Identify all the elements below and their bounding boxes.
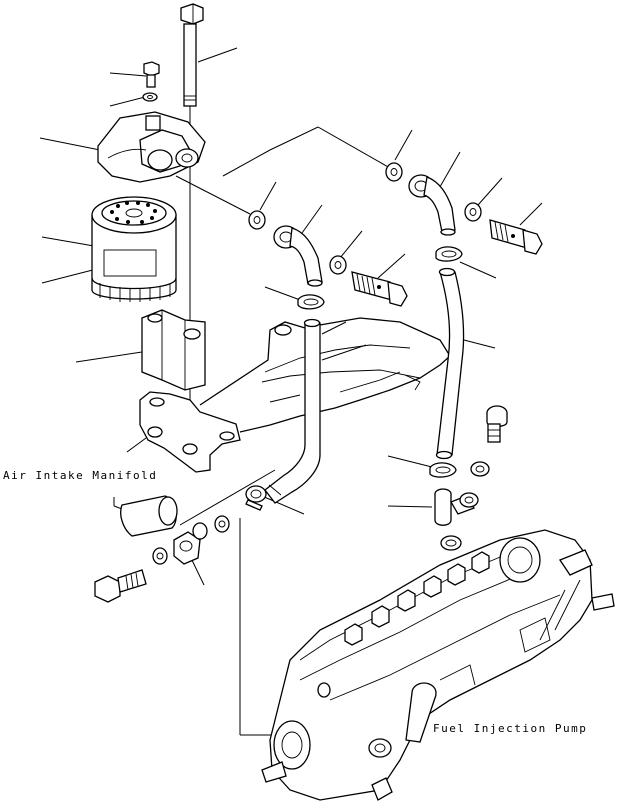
hose-r — [435, 267, 465, 460]
banjo-bolt-r — [489, 219, 543, 255]
leader-banjo-bolt-r — [519, 202, 543, 226]
washer-l2 — [329, 255, 347, 275]
label-air-intake-manifold: Air Intake Manifold — [3, 469, 157, 482]
fuel-injection-pump — [261, 529, 615, 801]
leader-elbow-r — [436, 151, 461, 193]
support-bracket — [139, 391, 241, 473]
washer-r2 — [464, 202, 482, 222]
leader-washer-l1 — [259, 181, 277, 211]
thread-r — [494, 221, 509, 243]
leader-washer-r2 — [477, 177, 503, 206]
leader-path-b — [269, 126, 319, 151]
leader-spacer-bracket — [75, 351, 143, 363]
leader-clamp-lower — [387, 455, 433, 468]
small-bolt — [143, 61, 160, 88]
long-bolt — [180, 3, 204, 107]
leader-clamp-bottom — [261, 495, 305, 515]
clamp-bottom — [245, 485, 267, 511]
leader-washer-l2 — [339, 230, 363, 259]
filter-holes — [110, 201, 157, 224]
clamp-lower — [429, 462, 457, 478]
leader-path-c — [317, 126, 391, 169]
leader-elbow-lower — [387, 505, 433, 508]
washer-r1 — [385, 162, 403, 182]
leader-filter-head — [39, 137, 101, 151]
check-valve — [486, 405, 508, 443]
leader-filter-element — [41, 236, 95, 247]
bolt-bottom-left — [94, 569, 147, 603]
leader-hose-l — [321, 344, 367, 361]
leader-clamp-r — [459, 261, 497, 279]
filter-grip-ribs — [99, 283, 171, 302]
washer-l1 — [248, 210, 266, 230]
washer-m1 — [152, 547, 168, 565]
filter-head — [97, 111, 206, 183]
fuel-filter-element — [91, 196, 177, 302]
leader-long-bolt — [197, 47, 238, 63]
leader-clamp-l — [264, 286, 304, 302]
elbow-lower — [434, 488, 479, 526]
clamp-l — [297, 294, 325, 310]
nipple-fitting — [173, 531, 201, 565]
leader-washer-r1 — [394, 129, 413, 161]
leader-banjo-bolt-l — [377, 253, 406, 279]
top-washer — [142, 92, 158, 102]
thread-l — [356, 273, 376, 296]
washer-m3 — [214, 515, 230, 533]
leader-hose-l-top — [321, 321, 347, 335]
hose-l — [264, 318, 321, 504]
leader-path-a — [222, 149, 271, 177]
leader-top-washer — [109, 96, 146, 107]
washer-pump-inlet — [440, 535, 462, 551]
clamp-r — [435, 246, 463, 262]
washer-m2 — [192, 522, 208, 540]
spacer-bracket — [141, 309, 206, 391]
leader-small-bolt — [109, 72, 147, 77]
leader-path-d — [175, 175, 251, 215]
leader-support-bracket — [126, 437, 147, 453]
delivery-valves — [344, 551, 490, 646]
manifold-axis-line — [179, 469, 276, 526]
elbow-fitting-l — [273, 225, 323, 287]
label-fuel-injection-pump: Fuel Injection Pump — [433, 722, 587, 735]
leader-hose-r — [463, 339, 496, 349]
cylinder-head-outline — [199, 317, 451, 433]
leader-elbow-l — [301, 204, 323, 234]
elbow-fitting-r — [408, 174, 456, 236]
leader-lines — [39, 47, 543, 586]
washer-lower-r — [470, 461, 490, 477]
banjo-bolt-l — [351, 271, 408, 307]
manifold-stub — [120, 495, 178, 537]
